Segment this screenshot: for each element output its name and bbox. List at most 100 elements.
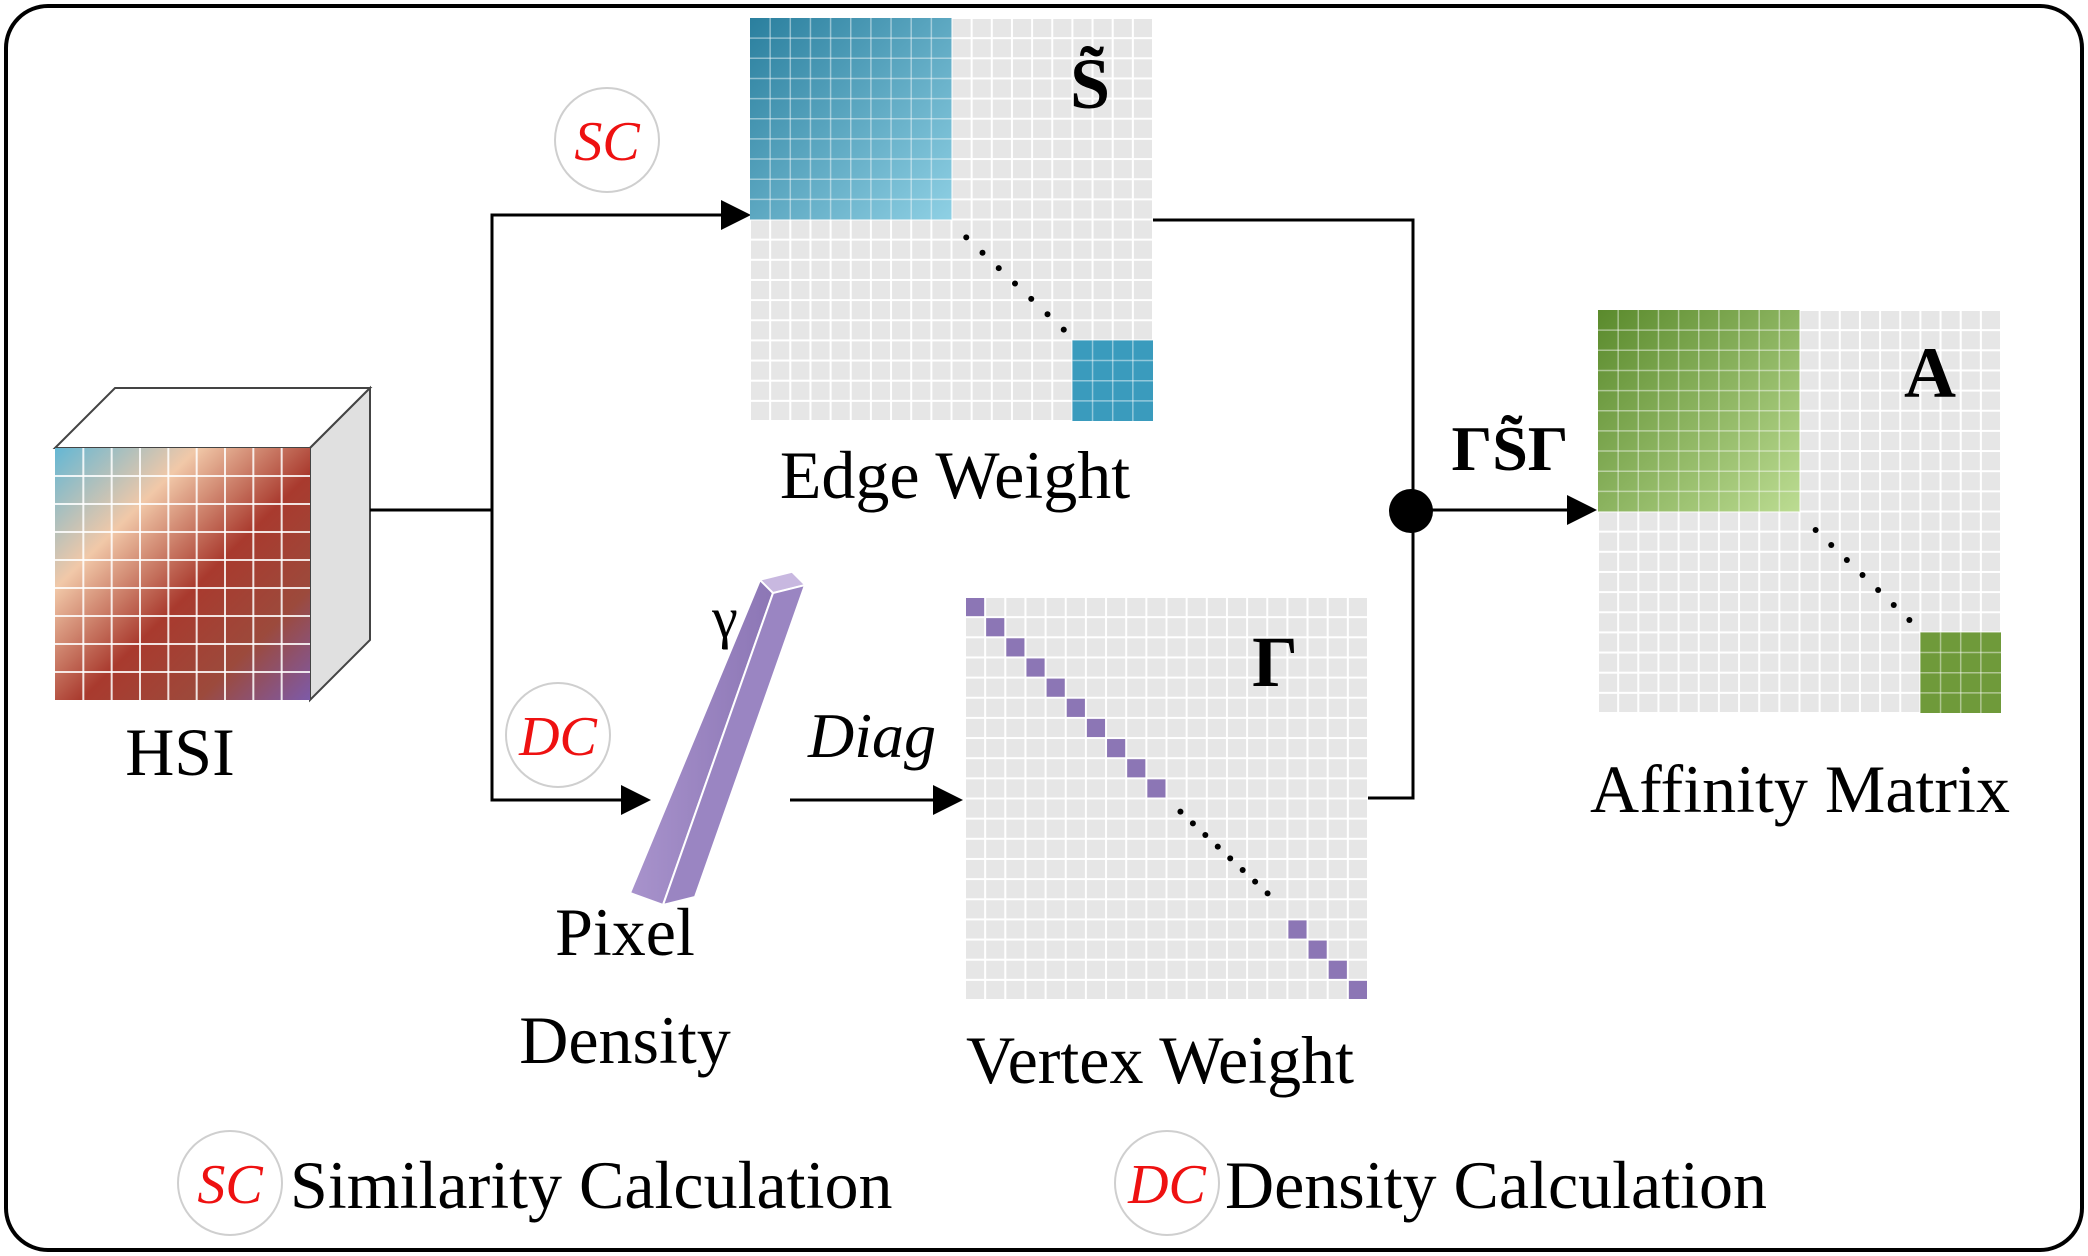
matrix-cell xyxy=(1127,900,1146,919)
matrix-cell xyxy=(1086,980,1106,999)
matrix-cell xyxy=(972,180,991,199)
matrix-cell xyxy=(932,220,951,239)
matrix-cell xyxy=(1699,673,1718,692)
matrix-cell xyxy=(1780,693,1799,712)
matrix-cell xyxy=(1901,593,1920,612)
matrix-cell xyxy=(771,401,790,420)
matrix-cell xyxy=(932,401,951,420)
matrix-cell xyxy=(1053,341,1072,360)
matrix-cell xyxy=(912,280,931,300)
matrix-cell xyxy=(1860,492,1880,511)
matrix-cell xyxy=(1167,880,1186,899)
matrix-cell xyxy=(1073,19,1092,38)
matrix-cell xyxy=(972,119,991,138)
matrix-cell xyxy=(966,859,985,879)
matrix-cell xyxy=(1073,220,1092,239)
matrix-cell xyxy=(966,638,985,657)
legend-sc-label: Similarity Calculation xyxy=(290,1147,892,1223)
matrix-cell xyxy=(1941,532,1960,551)
matrix-cell xyxy=(1066,819,1085,838)
matrix-cell xyxy=(992,39,1011,58)
matrix-cell xyxy=(1800,653,1819,672)
matrix-cell xyxy=(1006,698,1025,717)
dc-badge-text: DC xyxy=(518,706,597,768)
matrix-cell xyxy=(1961,472,1980,491)
matrix-cell xyxy=(992,119,1011,138)
matrix-cell xyxy=(1086,598,1106,617)
matrix-cell xyxy=(1093,301,1112,320)
matrix-cell xyxy=(1053,260,1072,279)
matrix-cell xyxy=(1719,552,1739,571)
matrix-cell xyxy=(1053,361,1072,380)
matrix-cell xyxy=(1133,180,1152,199)
matrix-cell xyxy=(986,819,1005,838)
matrix-cell xyxy=(1026,920,1045,939)
matrix-cell xyxy=(1308,718,1327,738)
matrix-cell xyxy=(1288,880,1307,899)
matrix-cell xyxy=(1820,613,1839,632)
matrix-cell xyxy=(751,220,770,239)
matrix-cell xyxy=(1740,512,1759,531)
matrix-cell xyxy=(1107,658,1126,677)
matrix-cell xyxy=(871,361,891,380)
matrix-cell xyxy=(1348,900,1367,919)
matrix-cell xyxy=(1026,839,1045,858)
matrix-cell xyxy=(1053,180,1072,199)
matrix-cell xyxy=(1167,940,1186,959)
matrix-cell xyxy=(1053,79,1072,98)
matrix-cell xyxy=(1248,859,1267,879)
matrix-cell xyxy=(1348,718,1367,738)
ellipsis-dot xyxy=(963,234,970,241)
matrix-cell xyxy=(1006,678,1025,697)
matrix-cell xyxy=(1881,452,1900,471)
matrix-cell xyxy=(1860,311,1880,330)
matrix-cell xyxy=(1679,593,1698,612)
matrix-cell xyxy=(1046,819,1065,838)
matrix-cell xyxy=(952,59,971,78)
matrix-cell xyxy=(1921,512,1940,531)
matrix-cell xyxy=(1860,431,1880,451)
matrix-cell xyxy=(1227,900,1247,919)
matrix-cell xyxy=(1073,180,1092,199)
ellipsis-dot xyxy=(1859,572,1866,578)
matrix-cell xyxy=(1860,512,1880,531)
matrix-cell xyxy=(1127,718,1146,738)
matrix-cell xyxy=(1881,673,1900,692)
matrix-cell xyxy=(871,321,891,340)
matrix-cell xyxy=(1860,472,1880,491)
matrix-cell xyxy=(1268,880,1287,899)
matrix-cell xyxy=(1147,859,1166,879)
matrix-cell xyxy=(1288,960,1307,979)
matrix-cell xyxy=(1093,59,1112,78)
matrix-cell xyxy=(1093,39,1112,58)
matrix-cell xyxy=(1941,391,1960,410)
matrix-cell xyxy=(1328,920,1347,939)
matrix-cell xyxy=(1860,572,1880,592)
matrix-cell xyxy=(1881,532,1900,551)
matrix-cell xyxy=(1248,779,1267,798)
matrix-cell xyxy=(1073,240,1092,259)
matrix-cell xyxy=(1093,99,1112,118)
matrix-cell xyxy=(1719,613,1739,632)
matrix-cell xyxy=(952,401,971,420)
matrix-cell xyxy=(1328,678,1347,697)
ellipsis-dot xyxy=(1239,867,1246,873)
matrix-cell xyxy=(1328,739,1347,758)
matrix-cell xyxy=(912,341,931,360)
matrix-cell xyxy=(986,658,1005,677)
matrix-cell xyxy=(952,200,971,219)
matrix-cell xyxy=(1046,880,1065,899)
matrix-cell xyxy=(1268,678,1287,697)
matrix-cell xyxy=(1093,280,1112,300)
matrix-cell xyxy=(1740,552,1759,571)
matrix-cell xyxy=(1133,19,1152,38)
matrix-cell xyxy=(1599,572,1618,592)
ellipsis-dot xyxy=(1202,832,1209,838)
matrix-cell xyxy=(1679,693,1698,712)
matrix-cell xyxy=(1800,431,1819,451)
matrix-cell xyxy=(1288,980,1307,999)
matrix-cell xyxy=(992,301,1011,320)
ellipsis-dot xyxy=(1812,527,1819,533)
matrix-cell xyxy=(986,900,1005,919)
matrix-cell xyxy=(1308,859,1327,879)
